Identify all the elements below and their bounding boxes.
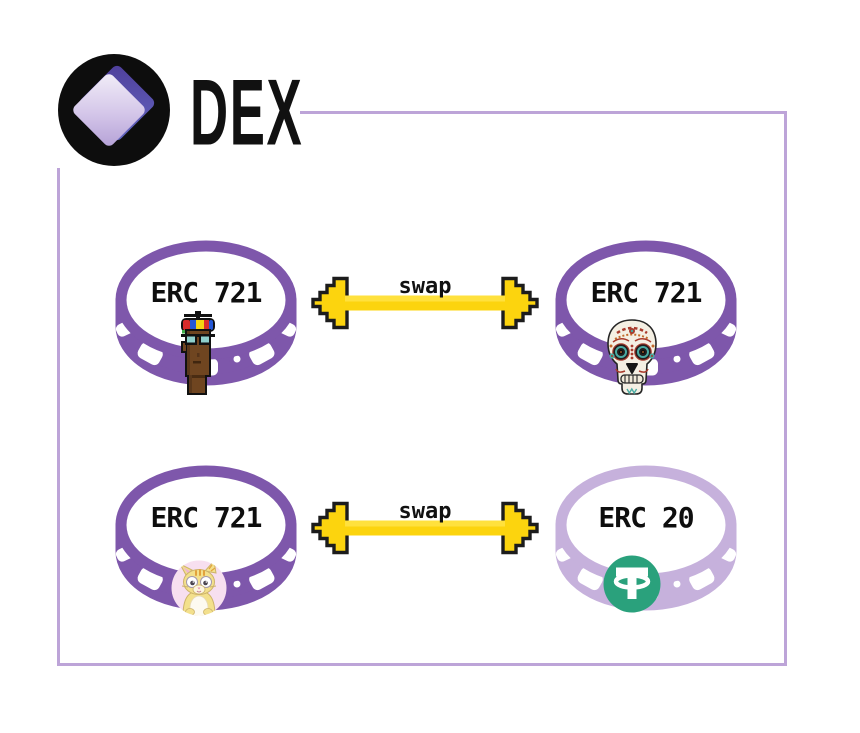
swap-label: swap — [399, 499, 452, 524]
frame-border-left — [57, 168, 60, 666]
cryptokitty-avatar — [171, 560, 227, 616]
frame-border-bottom — [57, 663, 787, 666]
ring-label: ERC 721 — [150, 501, 262, 534]
ring-label: ERC 721 — [150, 276, 262, 309]
dex-logo — [58, 54, 170, 166]
cryptopunk-avatar — [181, 311, 215, 395]
ring-label: ERC 721 — [590, 276, 702, 309]
sugar-skull-avatar — [607, 319, 657, 395]
dex-logo-diamond-icon — [73, 65, 155, 146]
tether-coin-icon — [603, 555, 661, 613]
swap-arrow-row2: swap — [310, 499, 540, 558]
frame-border-right — [784, 111, 787, 666]
ring-label: ERC 20 — [598, 501, 694, 534]
swap-arrow-row1: swap — [310, 274, 540, 333]
swap-label: swap — [399, 274, 452, 299]
frame-border-top — [300, 111, 787, 114]
dex-title: DEX — [190, 59, 304, 165]
